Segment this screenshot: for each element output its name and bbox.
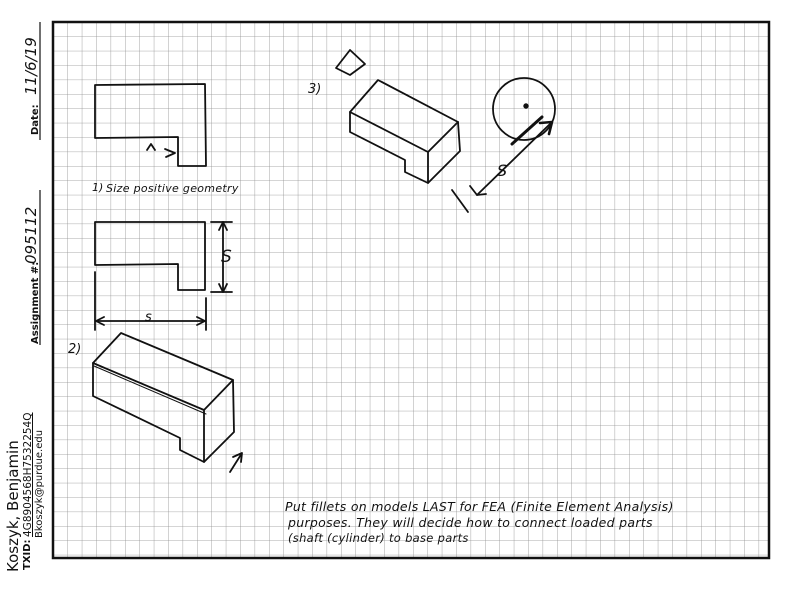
circle-center-dot [523, 103, 529, 109]
date-label: Date: [30, 104, 41, 135]
txid-label: TXID: [22, 539, 33, 570]
grid [53, 22, 769, 558]
rotation-dim-label: S [497, 161, 508, 180]
step1-text: Size positive geometry [106, 182, 239, 195]
date-value: 11/6/19 [22, 37, 40, 95]
assignment-label: Assignment #: [30, 261, 41, 344]
step3-label: 3) [308, 82, 322, 97]
rotation-dimension-line [476, 121, 553, 196]
note-line-3: (shaft (cylinder) to base parts [288, 531, 469, 545]
rotation-circle [492, 77, 556, 141]
rotation-arrow-head [538, 120, 554, 136]
rotated-block-edges [349, 111, 459, 184]
arrow-marks [146, 143, 176, 158]
assignment-value: 095112 [22, 206, 40, 264]
rotated-square [335, 49, 366, 76]
extrude-arrow [229, 452, 243, 473]
extruded-block-edges [92, 362, 234, 463]
profile-sketch-2 [94, 221, 206, 291]
note-line-2: purposes. They will decide how to connec… [288, 515, 653, 530]
step1-label: 1) [92, 181, 104, 194]
vertical-dim-arrows [218, 221, 228, 293]
email: Bkoszyk@purdue.edu [34, 429, 45, 538]
rotation-tick [451, 189, 469, 213]
note-line-1: Put fillets on models LAST for FEA (Fini… [285, 499, 674, 514]
profile-sketch-1 [94, 83, 207, 167]
txid-value: 4G8904568H7532254Q [22, 412, 34, 537]
student-name: Koszyk, Benjamin [4, 440, 22, 572]
grid-border [51, 20, 771, 560]
extruded-block-shading [93, 365, 207, 415]
rotation-arrow-bold [510, 115, 544, 146]
step2-label: 2) [68, 342, 82, 357]
horizontal-dim-label: s [145, 310, 152, 325]
vertical-dim-label: S [221, 247, 232, 267]
horizontal-dim-arrows [95, 316, 206, 326]
rotation-arrow-tail [469, 185, 487, 196]
